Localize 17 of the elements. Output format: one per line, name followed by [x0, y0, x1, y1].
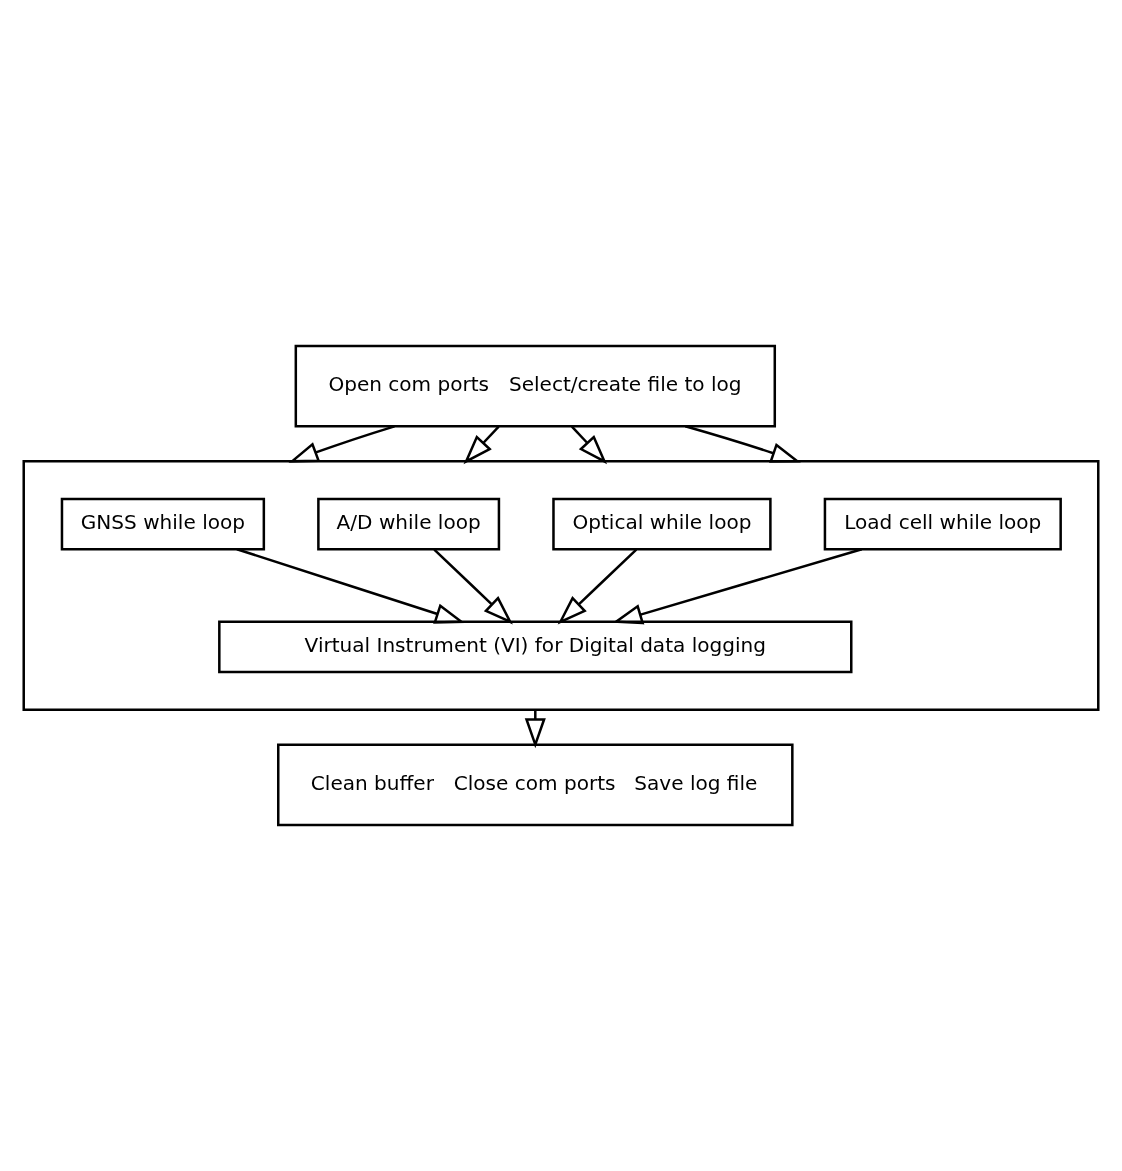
node-box: A/D while loop: [317, 497, 501, 551]
arrow: [236, 548, 466, 624]
arrow: [288, 425, 395, 463]
arrow: [571, 425, 608, 465]
cluster: [22, 460, 1100, 711]
node-box: Optical while loop: [552, 497, 772, 551]
arrow: [463, 425, 500, 465]
arrow: [524, 709, 546, 749]
node-box: Virtual Instrument (VI) for Digital data logging: [218, 620, 853, 674]
arrow: [612, 548, 863, 625]
arrow: [433, 548, 513, 625]
node-box: Clean buffer Close com ports Save log file: [277, 743, 794, 827]
arrow: [684, 425, 801, 463]
node-box: Open com ports Select/create file to log: [294, 344, 777, 428]
arrow: [557, 548, 638, 625]
node-box: Load cell while loop: [823, 497, 1062, 551]
node-box: GNSS while loop: [60, 497, 266, 551]
